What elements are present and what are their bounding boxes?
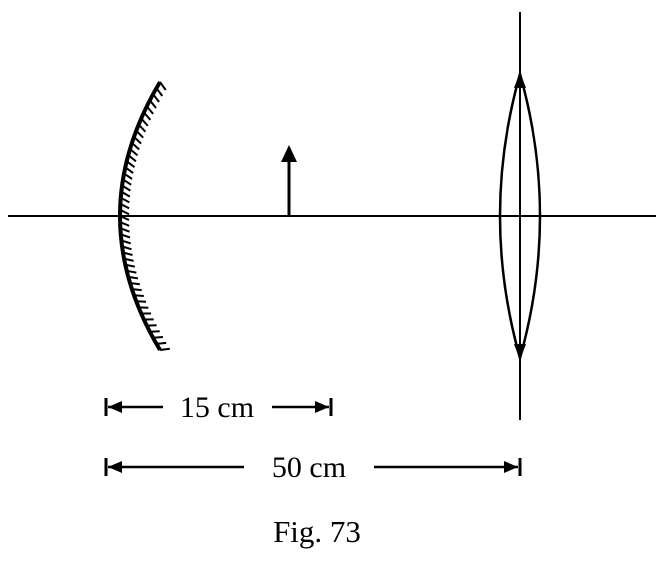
hatch-mark (133, 294, 144, 297)
object-arrow (281, 145, 297, 216)
hatch-mark (120, 196, 130, 204)
hatch-mark (149, 330, 160, 333)
hatch-mark (127, 154, 137, 163)
hatch-mark (149, 99, 157, 109)
hatch-mark (159, 347, 170, 351)
hatch-mark (137, 123, 147, 133)
hatch-mark (126, 160, 136, 168)
hatch-mark (123, 257, 134, 262)
hatch-mark (124, 166, 134, 174)
hatch-mark (123, 172, 133, 180)
dimension-label-50cm: 50 cm (272, 451, 346, 484)
hatch-mark (152, 93, 160, 103)
hatch-mark (125, 263, 136, 268)
hatch-mark (119, 208, 130, 216)
hatch-mark (131, 142, 140, 151)
hatch-mark (120, 190, 131, 198)
concave-mirror (118, 80, 170, 352)
hatch-mark (143, 111, 152, 121)
hatch-mark (131, 288, 142, 292)
hatch-mark (153, 336, 163, 339)
dimension-50cm: 50 cm (104, 451, 522, 484)
hatch-mark (121, 184, 131, 192)
convex-lens (498, 12, 542, 420)
dimension-label-15cm: 15 cm (180, 391, 254, 424)
hatch-mark (126, 269, 137, 274)
hatch-mark (119, 215, 130, 221)
hatch-mark (136, 300, 147, 303)
hatch-mark (155, 87, 164, 97)
hatch-mark (121, 245, 132, 251)
hatch-mark (129, 148, 139, 157)
figure-caption: Fig. 73 (273, 514, 361, 549)
hatch-mark (146, 105, 154, 115)
hatch-mark (156, 341, 167, 345)
hatch-mark (119, 202, 130, 210)
hatch-mark (120, 239, 132, 245)
dimension-15cm: 15 cm (104, 391, 333, 424)
hatch-mark (140, 117, 149, 127)
hatch-mark (119, 227, 130, 233)
hatch-mark (119, 221, 130, 227)
hatch-mark (122, 178, 132, 186)
hatch-mark (128, 275, 139, 280)
hatch-mark (159, 81, 167, 91)
hatch-mark (120, 233, 131, 239)
mirror-hatching (119, 81, 170, 351)
hatch-mark (133, 136, 142, 145)
hatch-mark (122, 251, 133, 256)
hatch-mark (129, 282, 140, 286)
hatch-mark (135, 129, 144, 139)
